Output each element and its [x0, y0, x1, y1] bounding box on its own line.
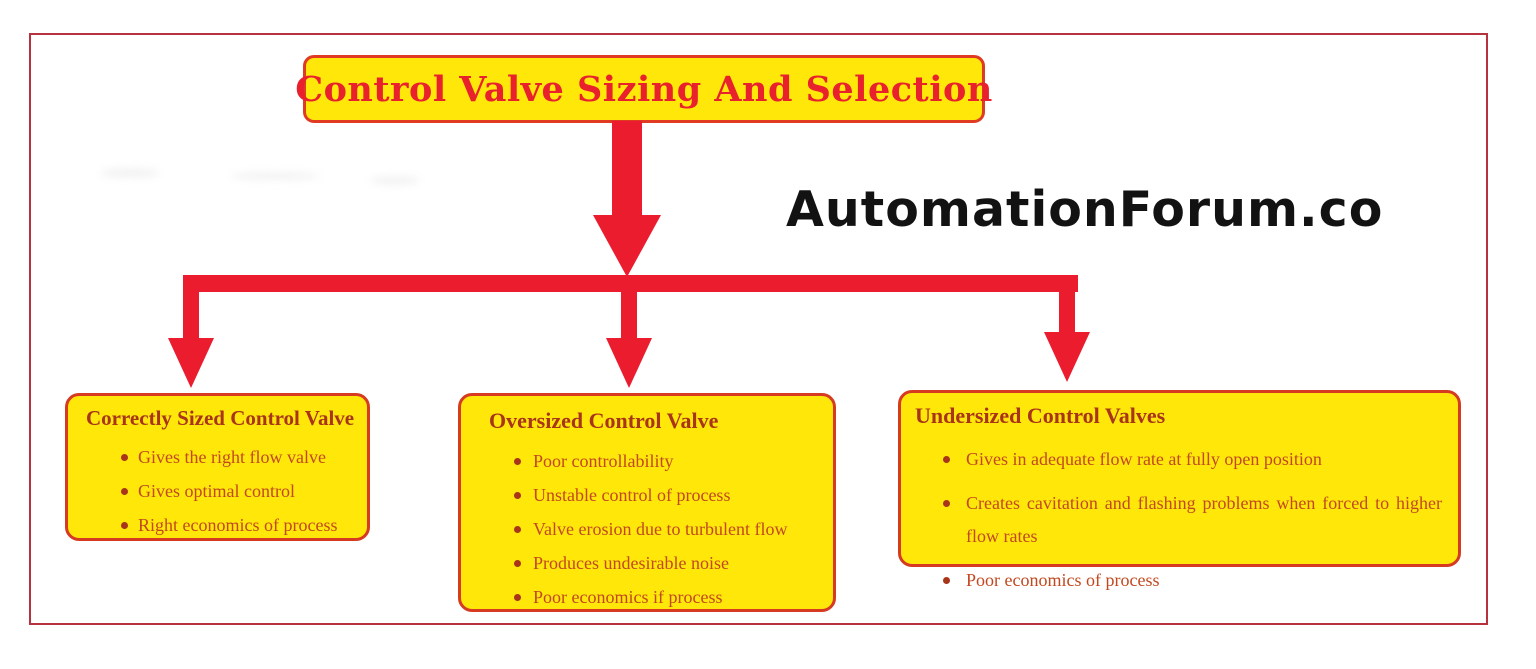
right-branch-arrow-icon — [1044, 332, 1090, 382]
outer-frame — [29, 33, 1488, 625]
list-item: Gives in adequate flow rate at fully ope… — [943, 443, 1442, 476]
watermark-smudge — [370, 176, 420, 185]
list-item: Unstable control of process — [514, 484, 823, 506]
undersized-list: Gives in adequate flow rate at fully ope… — [943, 443, 1442, 597]
left-branch-arrow-shaft — [183, 288, 199, 340]
correctly-sized-list: Gives the right flow valve Gives optimal… — [121, 446, 357, 536]
middle-branch-arrow-icon — [606, 338, 652, 388]
list-item: Right economics of process — [121, 514, 357, 536]
branch-connector-bar — [183, 275, 1078, 292]
diagram-title: Control Valve Sizing And Selection — [295, 68, 993, 110]
main-down-arrow-icon — [593, 215, 661, 277]
right-branch-arrow-shaft — [1059, 288, 1075, 334]
main-down-arrow-shaft — [612, 121, 642, 217]
correctly-sized-box: Correctly Sized Control Valve Gives the … — [65, 393, 370, 541]
oversized-heading: Oversized Control Valve — [489, 408, 719, 433]
left-branch-arrow-icon — [168, 338, 214, 388]
oversized-box: Oversized Control Valve Poor controllabi… — [458, 393, 836, 612]
watermark-smudge — [230, 172, 320, 180]
list-item: Poor economics of process — [943, 564, 1442, 597]
oversized-list: Poor controllability Unstable control of… — [514, 450, 823, 608]
list-item: Poor controllability — [514, 450, 823, 472]
list-item: Gives optimal control — [121, 480, 357, 502]
list-item: Poor economics if process — [514, 586, 823, 608]
list-item: Creates cavitation and flashing problems… — [943, 487, 1442, 553]
undersized-heading: Undersized Control Valves — [915, 403, 1166, 428]
watermark-smudge — [100, 168, 160, 178]
list-item: Gives the right flow valve — [121, 446, 357, 468]
brand-watermark: AutomationForum.co — [786, 181, 1384, 238]
middle-branch-arrow-shaft — [621, 288, 637, 340]
title-box: Control Valve Sizing And Selection — [295, 55, 992, 123]
correctly-sized-heading: Correctly Sized Control Valve — [86, 406, 355, 430]
undersized-box: Undersized Control Valves Gives in adequ… — [898, 390, 1461, 590]
list-item: Produces undesirable noise — [514, 552, 823, 574]
list-item: Valve erosion due to turbulent flow — [514, 518, 823, 540]
